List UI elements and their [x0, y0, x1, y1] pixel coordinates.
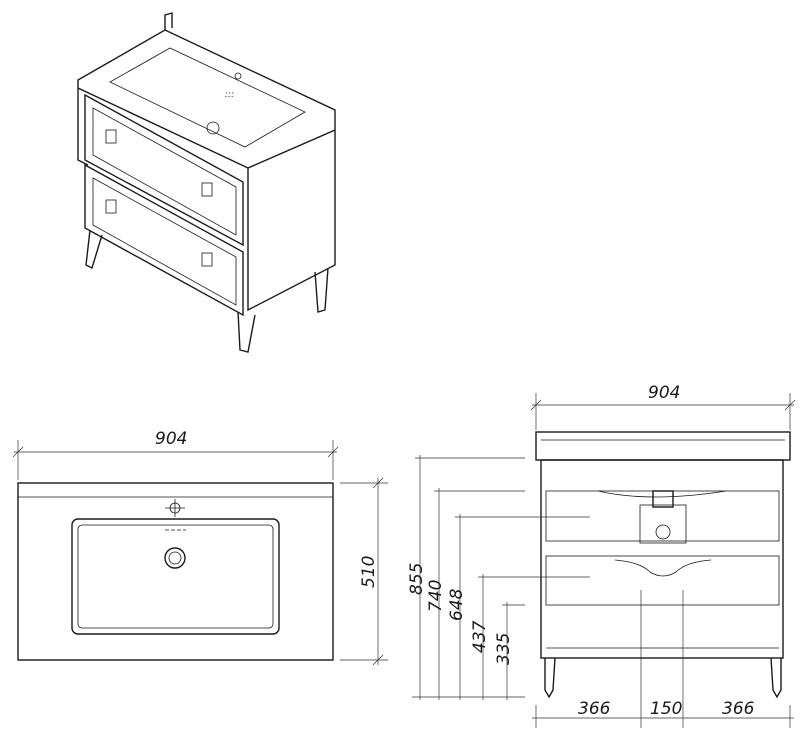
bottom-right-366-label: 366 — [722, 699, 755, 719]
top-view-depth-label: 510 — [359, 556, 379, 588]
front-view-width-label: 904 — [648, 383, 680, 403]
top-view: 904 510 — [12, 429, 388, 666]
bottom-left-366-label: 366 — [578, 699, 611, 719]
isometric-view: ::: — [77, 12, 336, 353]
top-view-width-label: 904 — [155, 429, 187, 449]
height-740-label: 740 — [426, 580, 446, 612]
height-855-label: 855 — [407, 563, 427, 595]
height-335-label: 335 — [494, 633, 514, 665]
svg-text::::: ::: — [225, 90, 234, 100]
height-648-label: 648 — [447, 588, 467, 621]
height-437-label: 437 — [470, 620, 490, 653]
bottom-center-150-label: 150 — [650, 699, 682, 719]
front-view: 904 855 740 648 437 335 366 150 366 — [407, 383, 796, 728]
